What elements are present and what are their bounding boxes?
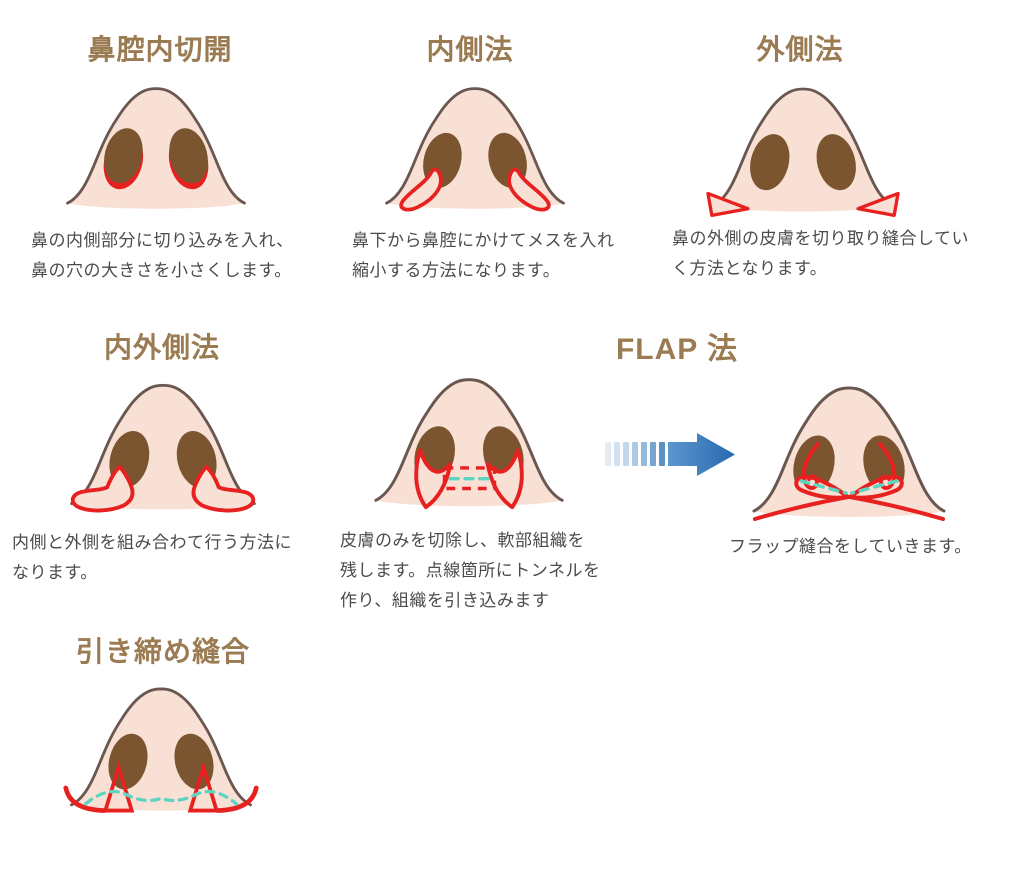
nose-diagram-flap-after-icon [753,368,945,521]
title-intranasal-incision: 鼻腔内切開 [87,34,233,65]
title-lateral-method: 外側法 [756,34,844,65]
description-flap-before: 皮膚のみを切除し、軟部組織を 残します。点線箇所にトンネルを 作り、組織を引き込… [340,526,600,616]
description-intranasal: 鼻の内側部分に切り込みを入れ、 鼻の穴の大きさを小さくします。 [31,226,294,286]
description-line: 縮小する方法になります。 [352,261,561,280]
nose-diagram-lateral-method-icon [706,70,900,218]
description-line: 鼻の穴の大きさを小さくします。 [31,261,292,280]
description-lateral: 鼻の外側の皮膚を切り取り縫合してい く方法となります。 [672,224,969,284]
description-line: 皮膚のみを切除し、軟部組織を [340,531,585,550]
description-line: フラップ縫合をしていきます。 [729,537,972,556]
nose-diagram-tightening-suture-icon [63,668,259,813]
description-flap-after: フラップ縫合をしていきます。 [729,532,972,562]
nose-diagram-flap-before-icon [366,360,572,510]
description-line: 残します。点線箇所にトンネルを [340,561,601,580]
nose-diagram-medial-lateral-method-icon [70,366,256,513]
description-line: なります。 [12,563,98,582]
title-medial-lateral-method: 内外側法 [103,332,220,363]
title-medial-method: 内側法 [426,34,514,65]
transform-arrow-icon [605,433,735,476]
description-medial: 鼻下から鼻腔にかけてメスを入れ 縮小する方法になります。 [352,226,615,286]
nose-diagram-medial-method-icon [377,70,573,212]
title-tightening-suture: 引き締め縫合 [75,636,250,667]
title-flap-method: FLAP 法 [615,333,739,366]
description-line: く方法となります。 [672,259,828,278]
description-line: 内側と外側を組み合わて行う方法に [12,533,292,552]
description-line: 作り、組織を引き込みます [340,591,550,610]
nose-diagram-intranasal-incision-icon [66,87,246,211]
description-medial-lateral: 内側と外側を組み合わて行う方法に なります。 [12,528,292,588]
description-line: 鼻下から鼻腔にかけてメスを入れ [352,231,615,250]
description-line: 鼻の外側の皮膚を切り取り縫合してい [672,229,969,248]
description-line: 鼻の内側部分に切り込みを入れ、 [31,231,294,250]
